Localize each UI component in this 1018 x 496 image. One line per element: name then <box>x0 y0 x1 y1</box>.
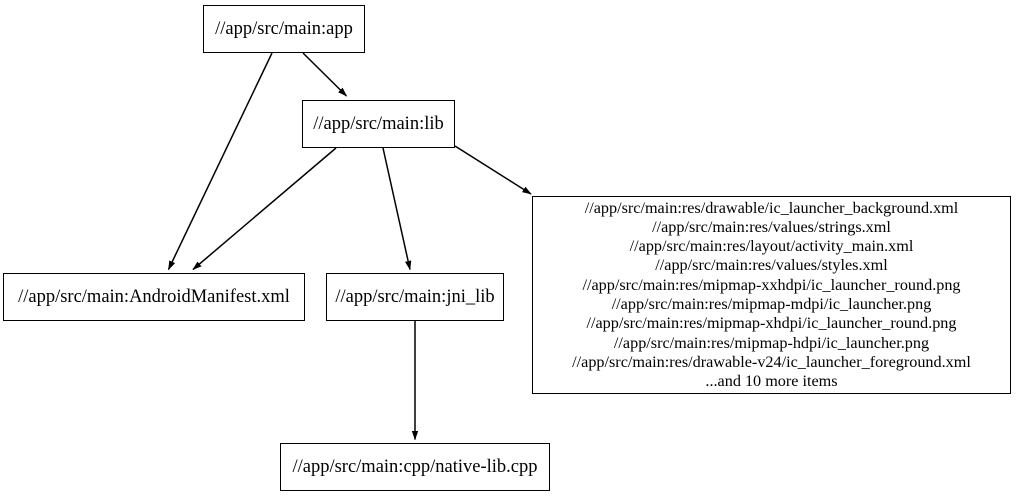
graph-node-resources[interactable]: //app/src/main:res/drawable/ic_launcher_… <box>532 196 1011 394</box>
graph-node-app-label: //app/src/main:app <box>215 18 353 39</box>
edge-lib-to-manifest <box>192 147 337 271</box>
graph-node-jni-lib[interactable]: //app/src/main:jni_lib <box>326 273 504 321</box>
graph-node-jni-lib-label: //app/src/main:jni_lib <box>335 286 495 307</box>
graph-node-native-lib-cpp[interactable]: //app/src/main:cpp/native-lib.cpp <box>280 443 550 491</box>
edge-lib-to-jnilib <box>382 147 412 271</box>
graph-node-native-lib-cpp-label: //app/src/main:cpp/native-lib.cpp <box>292 456 538 477</box>
graph-node-app[interactable]: //app/src/main:app <box>203 5 365 53</box>
graph-node-resources-label: //app/src/main:res/drawable/ic_launcher_… <box>572 198 971 391</box>
graph-node-lib-label: //app/src/main:lib <box>313 113 444 134</box>
graph-node-android-manifest-label: //app/src/main:AndroidManifest.xml <box>18 286 290 307</box>
graph-node-android-manifest[interactable]: //app/src/main:AndroidManifest.xml <box>3 273 305 321</box>
edge-app-to-lib <box>302 52 348 97</box>
edge-app-to-manifest <box>167 52 273 271</box>
edge-lib-to-resources <box>454 145 532 195</box>
graph-node-lib[interactable]: //app/src/main:lib <box>302 100 455 148</box>
